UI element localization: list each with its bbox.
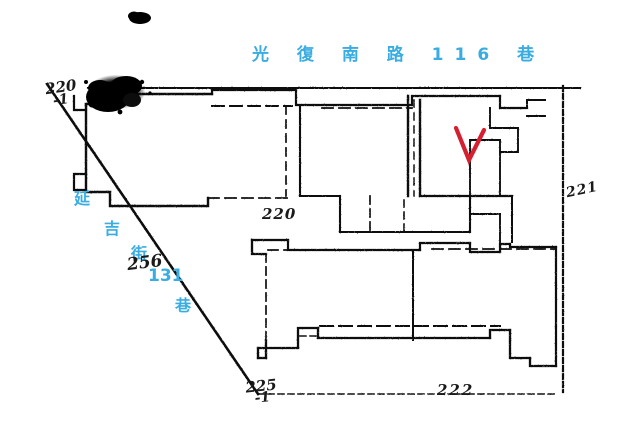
street-boundary-lines [45,82,582,396]
lane-number-label: 131 [148,266,184,286]
lane-label-char-3: 街 [131,244,148,263]
left-notch [72,94,88,192]
parcel-number-220: 220 [262,205,297,223]
parcel-number-256: 256 [125,250,164,276]
lane-label-char-2: 吉 [104,219,121,238]
ink-blot-small [128,11,151,24]
lower-building-block [250,238,558,368]
lane-label-char-1: 延 [74,189,91,208]
parcel-number-220-1: 220 -1 [44,76,79,110]
parcel-number-222: 222 [437,381,475,399]
lane-label-char-4: 巷 [175,296,192,315]
ink-blot-large [84,75,152,115]
middle-strip-rooms [338,194,513,245]
upper-building-block [84,88,546,208]
road-name-label: 光 復 南 路 116 巷 [252,45,546,65]
parcel-number-225-1: 225 -1 [245,375,279,407]
